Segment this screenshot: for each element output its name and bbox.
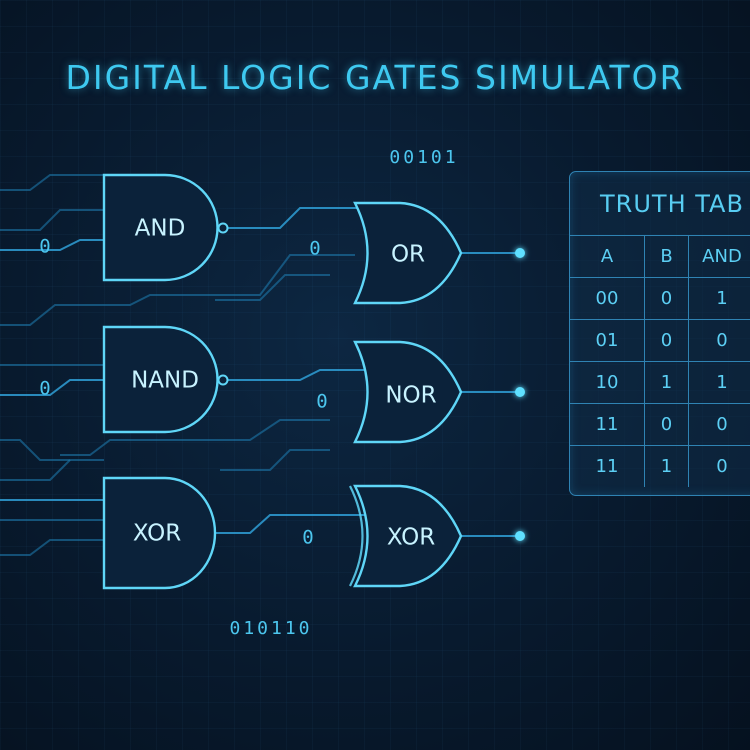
- or-gate: OR: [353, 201, 463, 305]
- cell-a: 11: [570, 445, 645, 487]
- table-row: 00 0 1: [570, 277, 750, 320]
- cell-b: 1: [644, 361, 689, 404]
- cell-and: 1: [688, 277, 750, 320]
- cell-b: 1: [644, 445, 689, 487]
- cell-b: 0: [644, 319, 689, 362]
- nand-bubble: [217, 374, 229, 386]
- table-row: 10 1 1: [570, 361, 750, 404]
- xor-gate-right: XOR: [349, 484, 463, 588]
- cell-a: 01: [570, 319, 645, 362]
- nand-to-nor-value: 0: [316, 391, 327, 413]
- or-gate-label: OR: [391, 242, 425, 268]
- cell-b: 0: [644, 403, 689, 446]
- and-input-value: 0: [39, 236, 50, 258]
- output-bubble: [217, 222, 229, 234]
- bit-string-top: 00101: [389, 147, 458, 168]
- truth-table-header-row: A B AND: [570, 235, 750, 278]
- xor-extra-arc: [349, 485, 364, 587]
- truth-table: A B AND 00 0 1 01 0 0 10 1 1 11 0 0 11 1…: [570, 235, 750, 487]
- nor-gate-label: NOR: [385, 383, 436, 409]
- header-and: AND: [688, 235, 750, 278]
- nand-gate-label: NAND: [131, 368, 199, 394]
- input-wires: [0, 239, 104, 501]
- or-output-node: [515, 248, 525, 258]
- table-row: 01 0 0: [570, 319, 750, 362]
- nand-gate: NAND: [102, 325, 229, 434]
- and-to-or-value: 0: [309, 238, 320, 260]
- truth-table-title: TRUTH TAB: [600, 190, 744, 218]
- cell-and: 0: [688, 403, 750, 446]
- cell-and: 1: [688, 361, 750, 404]
- header-b: B: [644, 235, 689, 278]
- nand-input-value: 0: [39, 378, 50, 400]
- cell-b: 0: [644, 277, 689, 320]
- bit-string-bottom: 010110: [229, 618, 312, 639]
- xor-to-xor-value: 0: [302, 527, 313, 549]
- cell-a: 00: [570, 277, 645, 320]
- nor-output-node: [515, 387, 525, 397]
- page-title: DIGITAL LOGIC GATES SIMULATOR: [65, 58, 685, 97]
- nor-gate: NOR: [353, 340, 463, 444]
- and-gate: AND: [102, 173, 229, 282]
- and-gate-label: AND: [135, 216, 186, 242]
- xor-gate-right-label: XOR: [387, 525, 435, 551]
- cell-a: 10: [570, 361, 645, 404]
- xor-gate-left-label: XOR: [133, 521, 181, 547]
- xor-output-node: [515, 531, 525, 541]
- header-a: A: [570, 235, 645, 278]
- xor-gate-left: XOR: [102, 476, 217, 590]
- table-row: 11 0 0: [570, 403, 750, 446]
- truth-table-panel: TRUTH TAB A B AND 00 0 1 01 0 0 10 1 1 1…: [569, 171, 750, 496]
- cell-and: 0: [688, 319, 750, 362]
- connecting-wires: [213, 207, 518, 537]
- table-row: 11 1 0: [570, 445, 750, 487]
- background-traces: [0, 174, 355, 556]
- cell-a: 11: [570, 403, 645, 446]
- cell-and: 0: [688, 445, 750, 487]
